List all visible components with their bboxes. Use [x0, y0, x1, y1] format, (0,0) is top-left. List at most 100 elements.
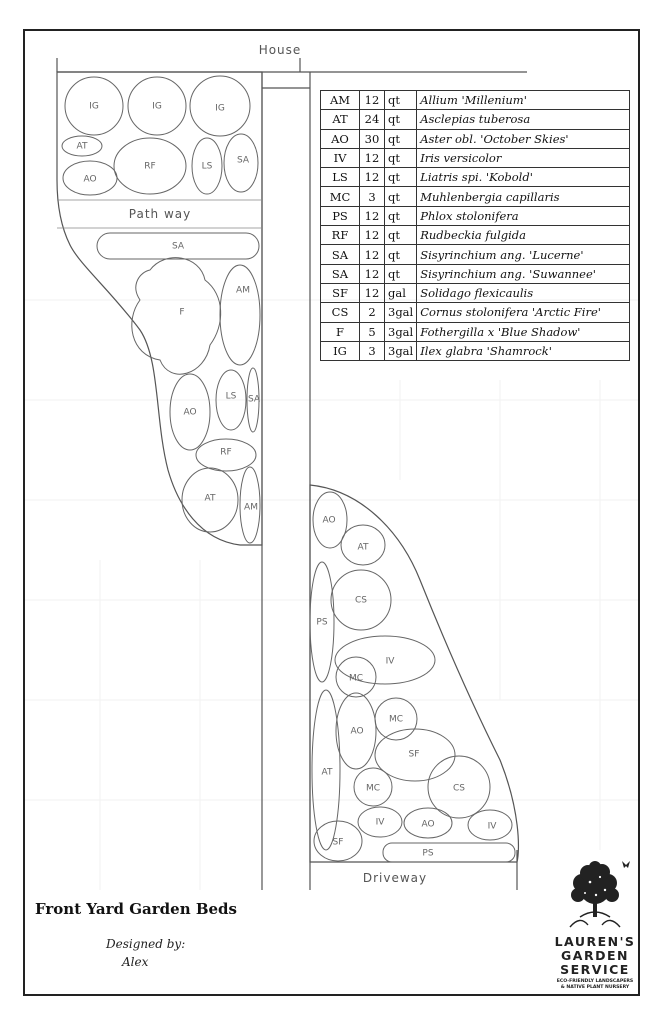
plant-name: Asclepias tuberosa	[416, 109, 630, 130]
bed-am-2	[239, 466, 261, 544]
bed-iv-3	[467, 809, 513, 841]
plant-quantity: 30	[359, 128, 385, 149]
plant-beds	[61, 75, 516, 863]
company-logo: LAUREN'S GARDEN SERVICE ECO-FRIENDLY LAN…	[555, 861, 634, 990]
plant-quantity: 5	[359, 321, 385, 342]
plant-name: Liatris spi. 'Kobold'	[416, 167, 630, 188]
plant-name: Solidago flexicaulis	[416, 282, 630, 304]
bed-cs-2	[427, 755, 491, 819]
bed-rf-2	[195, 438, 257, 472]
bed-code: MC	[349, 674, 363, 684]
plant-unit: gal	[383, 282, 418, 304]
designed-by-label: Designed by:	[106, 937, 186, 951]
bed-code: AT	[205, 494, 216, 504]
bed-code: AM	[244, 503, 258, 513]
bed-code: IV	[488, 822, 498, 832]
logo-tagline2: & NATIVE PLANT NURSERY	[561, 984, 630, 990]
bed-code: MC	[389, 715, 403, 725]
pathway-label: Path way	[129, 207, 191, 221]
bed-ps-2	[382, 842, 516, 863]
bed-code: RF	[144, 162, 155, 172]
plant-code: AM	[320, 89, 360, 111]
bed-code: LS	[226, 392, 237, 402]
plant-name: Ilex glabra 'Shamrock'	[416, 340, 630, 362]
plant-quantity: 24	[359, 109, 385, 130]
plant-code: SA	[320, 244, 360, 265]
bed-at-2	[181, 467, 239, 533]
bed-ao-1	[62, 160, 118, 196]
bed-code: CS	[453, 784, 465, 794]
bed-code: RF	[220, 448, 231, 458]
bed-code: SF	[333, 838, 344, 848]
bed-code: SA	[237, 156, 250, 166]
plant-unit: qt	[383, 244, 418, 265]
bed-ig-1	[64, 76, 124, 136]
tree-icon	[569, 861, 621, 928]
bed-sf-1	[374, 728, 456, 782]
plant-unit: 3gal	[383, 321, 418, 342]
bed-code: AO	[183, 408, 196, 418]
plant-unit: 3gal	[383, 340, 418, 362]
plant-code: RF	[320, 225, 360, 246]
bed-code: SA	[248, 395, 261, 405]
butterfly-icon	[622, 861, 630, 868]
bed-at-1	[61, 135, 103, 157]
plant-quantity: 12	[359, 225, 385, 246]
plant-quantity: 12	[359, 167, 385, 188]
bed-at-3	[340, 524, 386, 566]
plant-unit: qt	[383, 89, 418, 111]
plant-code: SA	[320, 263, 360, 284]
bed-ao-5	[403, 807, 453, 839]
plant-quantity: 12	[359, 147, 385, 169]
bed-code: LS	[202, 162, 213, 172]
plant-unit: qt	[383, 109, 418, 130]
bed-ao-2	[169, 373, 211, 451]
bed-f-1	[131, 257, 222, 375]
bed-labels: IG IG IG AT RF LS SA AO SA F AM AO LS SA…	[77, 102, 498, 859]
bed-code: F	[179, 308, 184, 318]
bed-ig-3	[189, 75, 251, 137]
bed-code: PS	[316, 618, 327, 628]
bed-code: AO	[322, 516, 335, 526]
logo-line2: GARDEN	[561, 948, 629, 963]
bed-cs-1	[330, 569, 392, 631]
plant-name: Muhlenbergia capillaris	[416, 186, 630, 207]
plant-code: IG	[320, 340, 360, 362]
bed-sa-2	[96, 232, 260, 260]
plant-unit: 3gal	[383, 302, 418, 323]
plant-code: AO	[320, 128, 360, 149]
bed-code: IG	[215, 104, 225, 114]
bed-code: AO	[350, 727, 363, 737]
bed-iv-2	[357, 806, 403, 838]
bed-ao-3	[312, 491, 348, 549]
bed-iv-1	[334, 635, 436, 685]
plant-name: Sisyrinchium ang. 'Lucerne'	[416, 244, 630, 265]
plant-unit: qt	[383, 186, 418, 207]
plant-name: Rudbeckia fulgida	[416, 225, 630, 246]
plant-quantity: 3	[359, 186, 385, 207]
plant-quantity: 12	[359, 263, 385, 284]
plant-quantity: 3	[359, 340, 385, 362]
bed-code: SA	[172, 242, 185, 252]
plant-code: SF	[320, 282, 360, 304]
bed-sa-1	[223, 133, 259, 193]
plan-title: Front Yard Garden Beds	[35, 900, 237, 918]
bed-code: IV	[376, 818, 386, 828]
plant-unit: qt	[383, 128, 418, 149]
bed-at-4	[311, 689, 341, 851]
plant-code: LS	[320, 167, 360, 188]
plant-quantity: 2	[359, 302, 385, 323]
plant-unit: qt	[383, 263, 418, 284]
plant-name: Sisyrinchium ang. 'Suwannee'	[416, 263, 630, 284]
